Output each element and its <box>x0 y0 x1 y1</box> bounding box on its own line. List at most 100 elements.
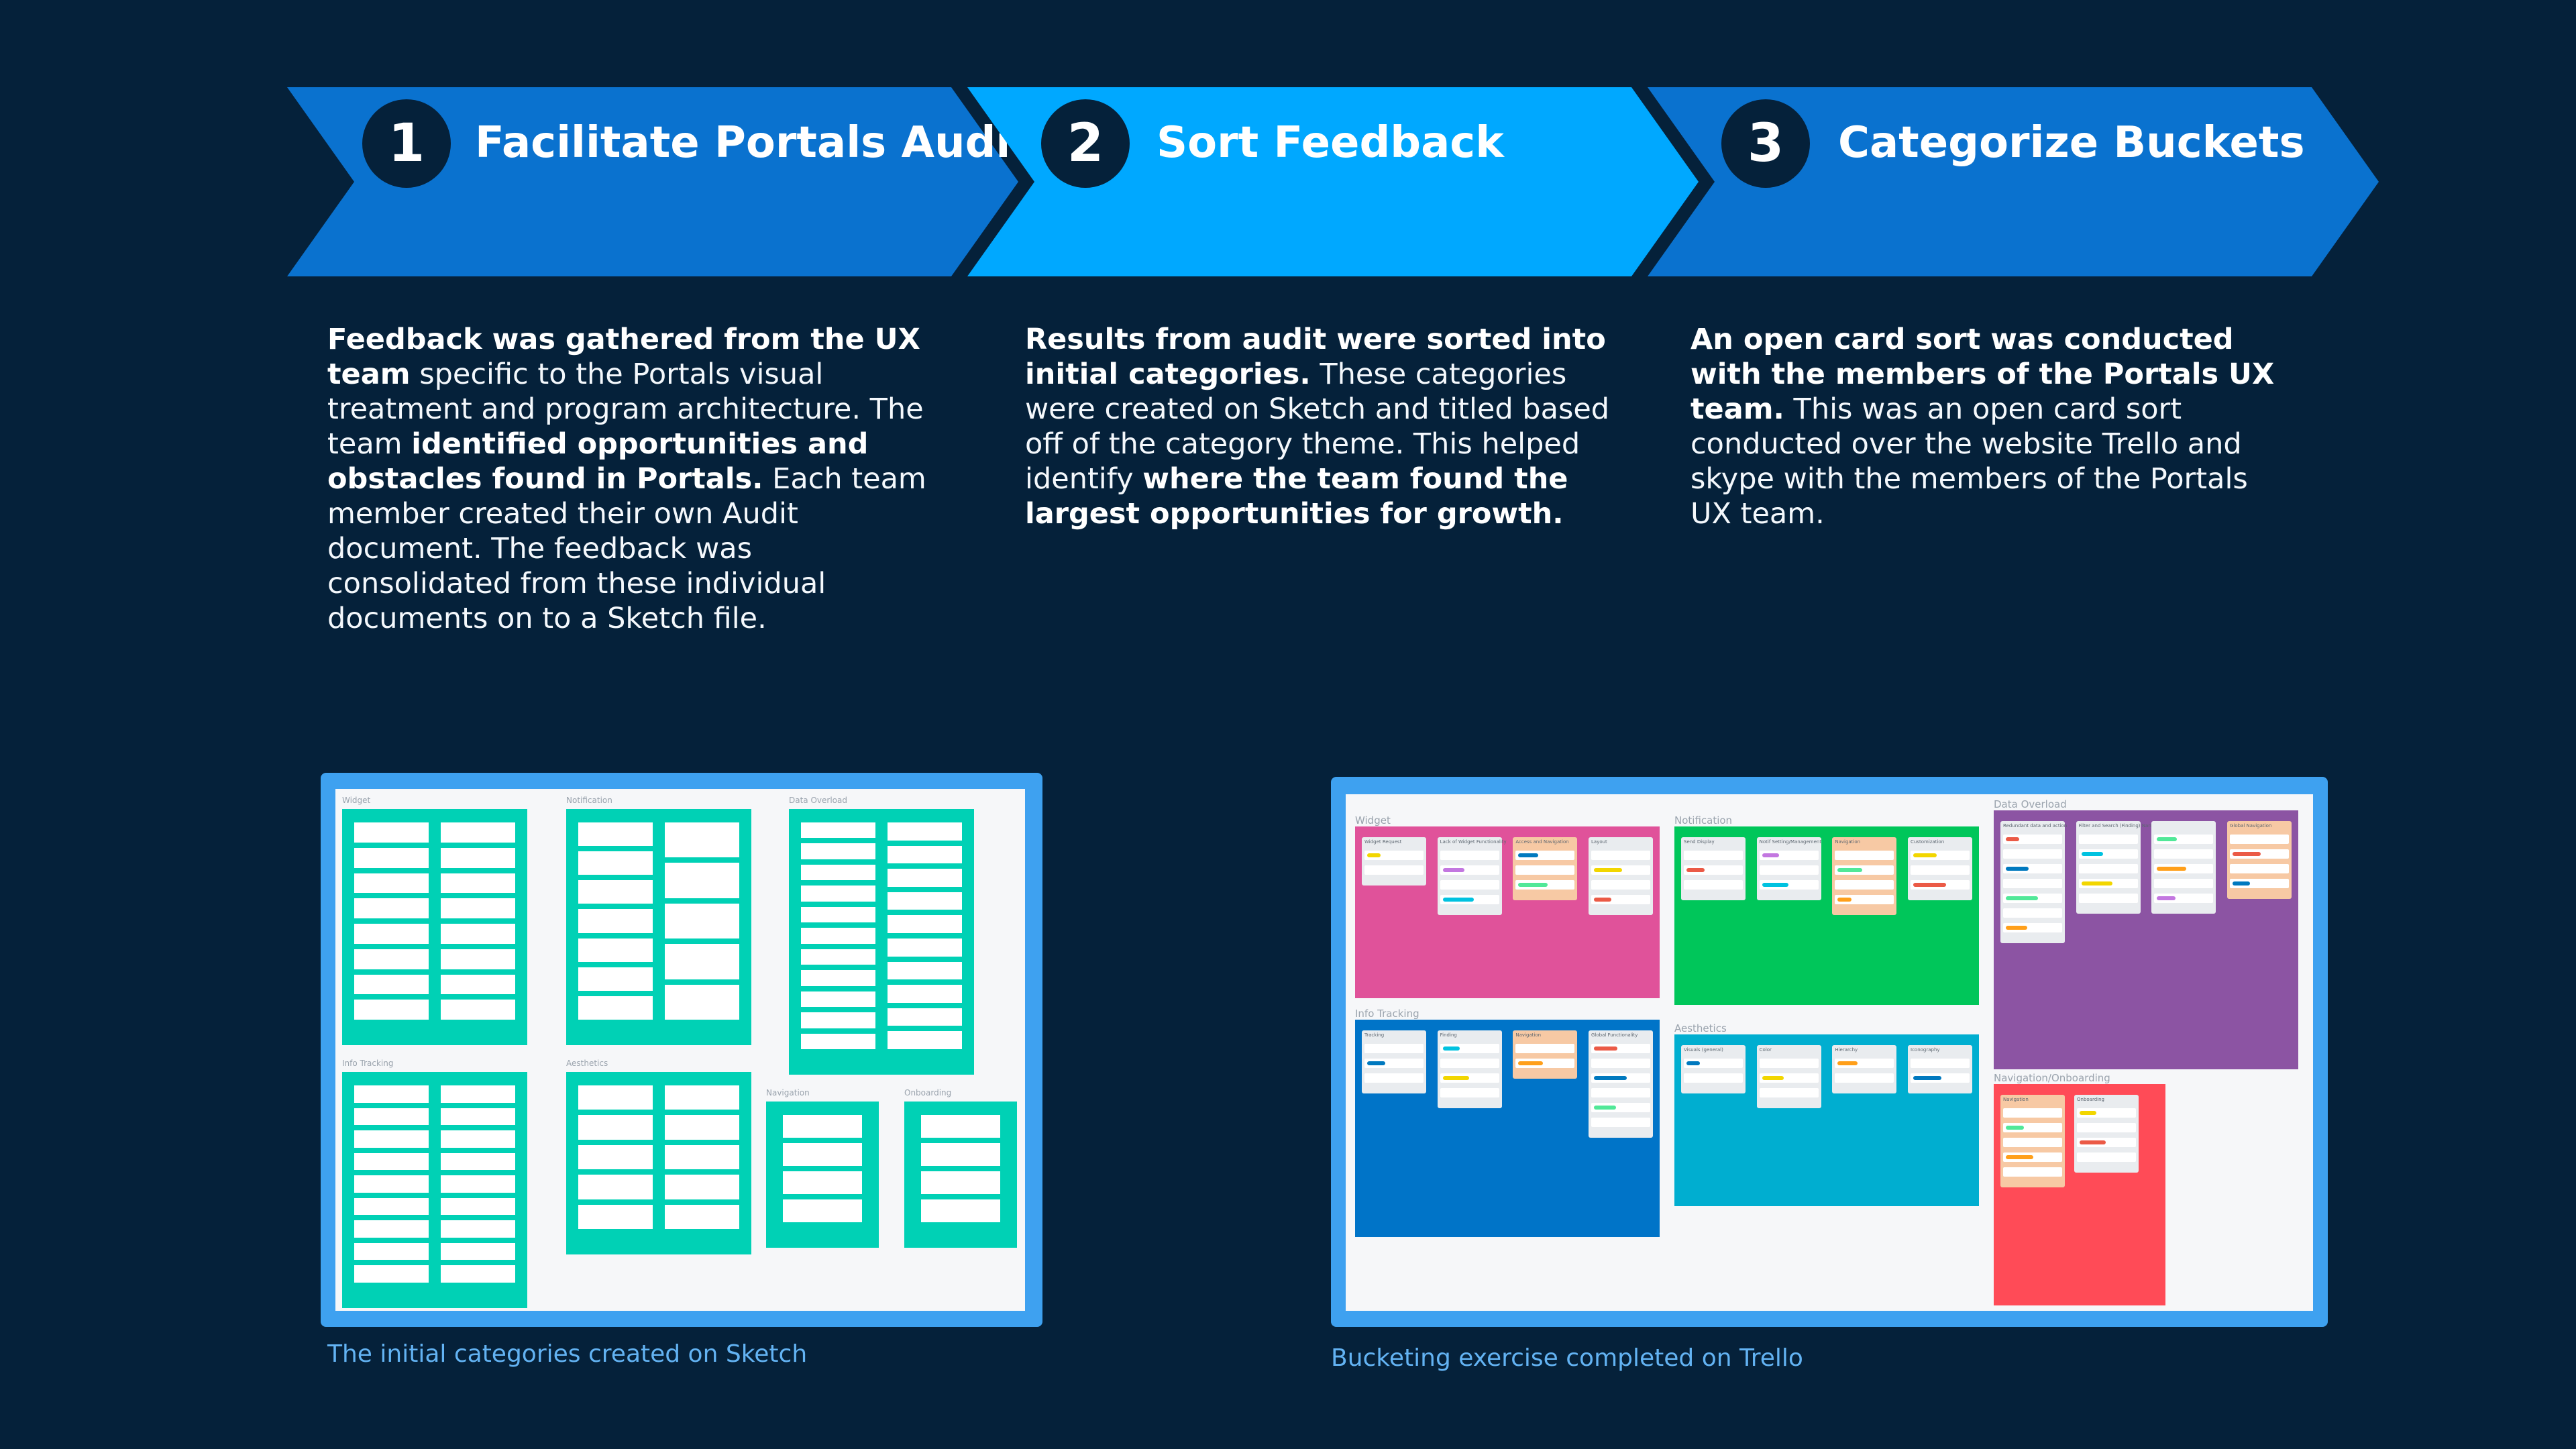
trello-list-title: Navigation <box>2003 1097 2029 1102</box>
sketch-feedback-card <box>441 1108 515 1126</box>
sketch-feedback-card <box>888 822 962 841</box>
trello-list-title: Global Functionality <box>1591 1032 1638 1038</box>
trello-card <box>2003 1167 2062 1177</box>
sketch-category-group <box>789 809 974 1075</box>
trello-card-label-tag <box>1762 1076 1784 1080</box>
trello-card <box>2077 1123 2136 1132</box>
trello-card <box>1835 880 1894 890</box>
description-run: An open card sort was conducted with the… <box>1690 323 2275 426</box>
trello-list-title: Widget Request <box>1364 839 1402 845</box>
trello-card <box>1440 851 1499 860</box>
sketch-feedback-card <box>783 1171 862 1194</box>
trello-card-label-tag <box>2157 896 2176 900</box>
trello-card-label-tag <box>2157 867 2187 871</box>
sketch-feedback-card <box>354 1175 429 1193</box>
sketch-feedback-card <box>801 928 875 944</box>
trello-card <box>2003 908 2062 918</box>
sketch-feedback-card <box>888 1008 962 1026</box>
trello-card <box>1684 1059 1743 1068</box>
chevron-polygon <box>1648 87 2379 276</box>
trello-card-label-tag <box>2006 1126 2024 1130</box>
sketch-feedback-card <box>783 1199 862 1222</box>
trello-card <box>2078 849 2138 859</box>
sketch-feedback-card <box>354 1130 429 1148</box>
trello-card-label-tag <box>1594 1106 1616 1110</box>
trello-card-label-tag <box>1762 883 1788 887</box>
trello-card-label-tag <box>1594 868 1622 872</box>
trello-card <box>1835 851 1894 860</box>
step-1-description: Feedback was gathered from the UX team s… <box>327 322 931 636</box>
trello-card <box>1684 851 1743 860</box>
sketch-feedback-card <box>665 1175 739 1199</box>
sketch-feedback-card <box>441 847 515 868</box>
sketch-feedback-card <box>578 909 653 933</box>
trello-card-label-tag <box>2081 852 2103 856</box>
trello-card <box>1440 1088 1499 1097</box>
sketch-feedback-card <box>801 822 875 839</box>
trello-list: Global Navigation <box>2227 821 2292 899</box>
sketch-feedback-card <box>578 996 653 1020</box>
trello-card-label-tag <box>1367 1061 1385 1065</box>
trello-card <box>2003 1123 2062 1132</box>
trello-card <box>2230 864 2289 873</box>
step-1-number-badge: 1 <box>362 99 451 188</box>
sketch-feedback-card <box>578 822 653 847</box>
sketch-feedback-card <box>665 1144 739 1170</box>
trello-card <box>1591 1059 1650 1068</box>
sketch-feedback-card <box>665 944 739 979</box>
sketch-category-group <box>904 1102 1017 1248</box>
trello-card <box>2154 835 2214 844</box>
step-2-title: Sort Feedback <box>1157 118 1504 168</box>
sketch-feedback-card <box>801 949 875 965</box>
trello-list: Navigation <box>1513 1030 1578 1079</box>
sketch-category-group <box>342 1072 527 1308</box>
sketch-feedback-card <box>354 924 429 944</box>
trello-card <box>2230 879 2289 888</box>
sketch-feedback-card <box>354 873 429 894</box>
trello-bucket: Redundant data and action Filter and Sear… <box>1994 810 2298 1069</box>
step-3-title: Categorize Buckets <box>1838 118 2305 168</box>
trello-list-title: Filter and Search (Finding) Narrowing in… <box>2078 823 2176 828</box>
trello-list: Lack of Widget Functionality <box>1437 837 1507 915</box>
sketch-feedback-card <box>921 1199 1000 1222</box>
trello-card <box>1364 1059 1424 1068</box>
trello-card <box>1684 880 1743 890</box>
trello-card <box>2154 879 2214 888</box>
trello-card <box>1759 1059 1819 1068</box>
trello-list-title: Visuals (general) <box>1684 1047 1723 1053</box>
trello-list: Customization <box>1908 837 1972 900</box>
chevron-polygon <box>287 87 1018 276</box>
sketch-feedback-card <box>441 924 515 944</box>
trello-list: Redundant data and action <box>2000 821 2067 943</box>
trello-card-label-tag <box>1518 883 1548 887</box>
sketch-group-label: Aesthetics <box>566 1059 608 1068</box>
trello-card-label-tag <box>2233 852 2261 856</box>
sketch-feedback-card <box>801 1012 875 1028</box>
step-1-title: Facilitate Portals Audit <box>475 118 1031 168</box>
sketch-feedback-card <box>578 1115 653 1140</box>
trello-card-label-tag <box>2080 1111 2096 1115</box>
sketch-feedback-card <box>441 1197 515 1216</box>
trello-card <box>2003 864 2062 873</box>
trello-card <box>2077 1108 2136 1118</box>
sketch-feedback-card <box>354 822 429 843</box>
trello-bucket-label: Info Tracking <box>1355 1008 1419 1020</box>
trello-card <box>2078 864 2138 873</box>
trello-card-label-tag <box>1518 853 1539 857</box>
sketch-feedback-card <box>354 898 429 918</box>
chevron-shape <box>287 87 1018 276</box>
sketch-feedback-card <box>888 938 962 957</box>
trello-list: Hierarchy <box>1832 1045 1897 1093</box>
trello-card-label-tag <box>1442 1076 1469 1080</box>
chevron-shape <box>967 87 1699 276</box>
trello-list: Onboarding <box>2074 1095 2139 1173</box>
trello-card <box>1759 880 1819 890</box>
trello-bucket-label: Aesthetics <box>1674 1022 1727 1034</box>
sketch-feedback-card <box>665 984 739 1020</box>
sketch-group-label: Info Tracking <box>342 1059 394 1068</box>
description-run: Feedback was gathered from the UX team <box>327 323 920 391</box>
chevron-shape <box>1648 87 2379 276</box>
trello-card-label-tag <box>1837 868 1863 872</box>
sketch-feedback-card <box>801 843 875 859</box>
